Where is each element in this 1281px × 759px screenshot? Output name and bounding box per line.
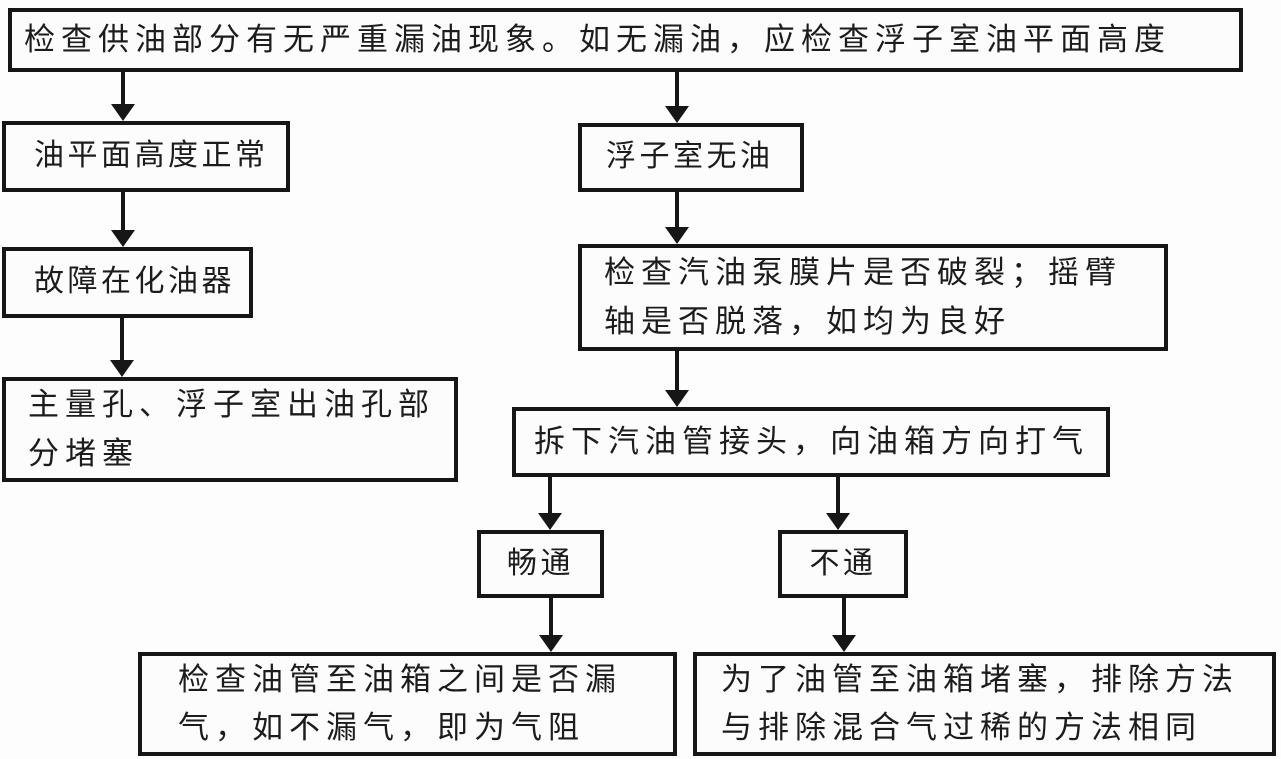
arrow-float-empty-to-pump <box>675 192 679 227</box>
flow-node-float-chamber-no-oil: 浮子室无油 <box>578 123 804 192</box>
flow-node-check-fuel-supply: 检查供油部分有无严重漏油现象。如无漏油，应检查浮子室油平面高度 <box>8 8 1243 72</box>
arrow-carburetor-to-jets <box>120 318 124 360</box>
arrow-root-to-oil-normal <box>121 72 125 104</box>
flow-node-oil-level-normal: 油平面高度正常 <box>2 121 290 192</box>
flow-node-label: 油平面高度正常 <box>34 138 269 174</box>
flow-node-passage-blocked: 不通 <box>778 530 908 598</box>
arrow-oil-normal-to-carburetor <box>121 192 125 230</box>
flow-node-label: 检查油管至油箱之间是否漏 气，如不漏气，即为气阻 <box>178 661 622 746</box>
flow-node-jets-blocked: 主量孔、浮子室出油孔部 分堵塞 <box>2 377 458 482</box>
flow-node-label: 浮子室无油 <box>606 139 774 175</box>
flow-node-passage-clear: 畅通 <box>477 530 604 598</box>
flow-node-check-fuel-pump: 检查汽油泵膜片是否破裂；摇臂 轴是否脱落，如均为良好 <box>578 244 1168 351</box>
arrow-clear-to-airleak <box>549 598 553 635</box>
arrow-pipe-to-clear <box>548 477 552 513</box>
arrow-pump-to-pipe <box>675 351 679 390</box>
flow-node-label: 不通 <box>809 545 877 581</box>
flow-node-label: 为了油管至油箱堵塞，排除方法 与排除混合气过稀的方法相同 <box>721 661 1239 746</box>
flow-node-pipe-to-tank-blocked: 为了油管至油箱堵塞，排除方法 与排除混合气过稀的方法相同 <box>693 652 1276 756</box>
arrow-pipe-to-blocked <box>836 477 840 513</box>
arrow-blocked-to-tankblock <box>842 598 846 635</box>
flow-node-check-air-leak: 检查油管至油箱之间是否漏 气，如不漏气，即为气阻 <box>138 652 677 756</box>
flow-node-label: 拆下汽油管接头，向油箱方向打气 <box>534 423 1089 460</box>
flow-node-label: 畅通 <box>507 545 574 581</box>
flow-node-label: 主量孔、浮子室出油孔部 分堵塞 <box>28 387 435 472</box>
flow-node-fault-in-carburetor: 故障在化油器 <box>2 247 253 318</box>
flow-node-label: 检查汽油泵膜片是否破裂；摇臂 轴是否脱落，如均为良好 <box>604 255 1122 340</box>
flow-node-label: 检查供油部分有无严重漏油现象。如无漏油，应检查浮子室油平面高度 <box>24 21 1171 58</box>
flow-node-remove-fuel-pipe: 拆下汽油管接头，向油箱方向打气 <box>512 407 1110 477</box>
arrow-root-to-float-empty <box>675 72 679 106</box>
flow-node-label: 故障在化油器 <box>34 264 235 300</box>
